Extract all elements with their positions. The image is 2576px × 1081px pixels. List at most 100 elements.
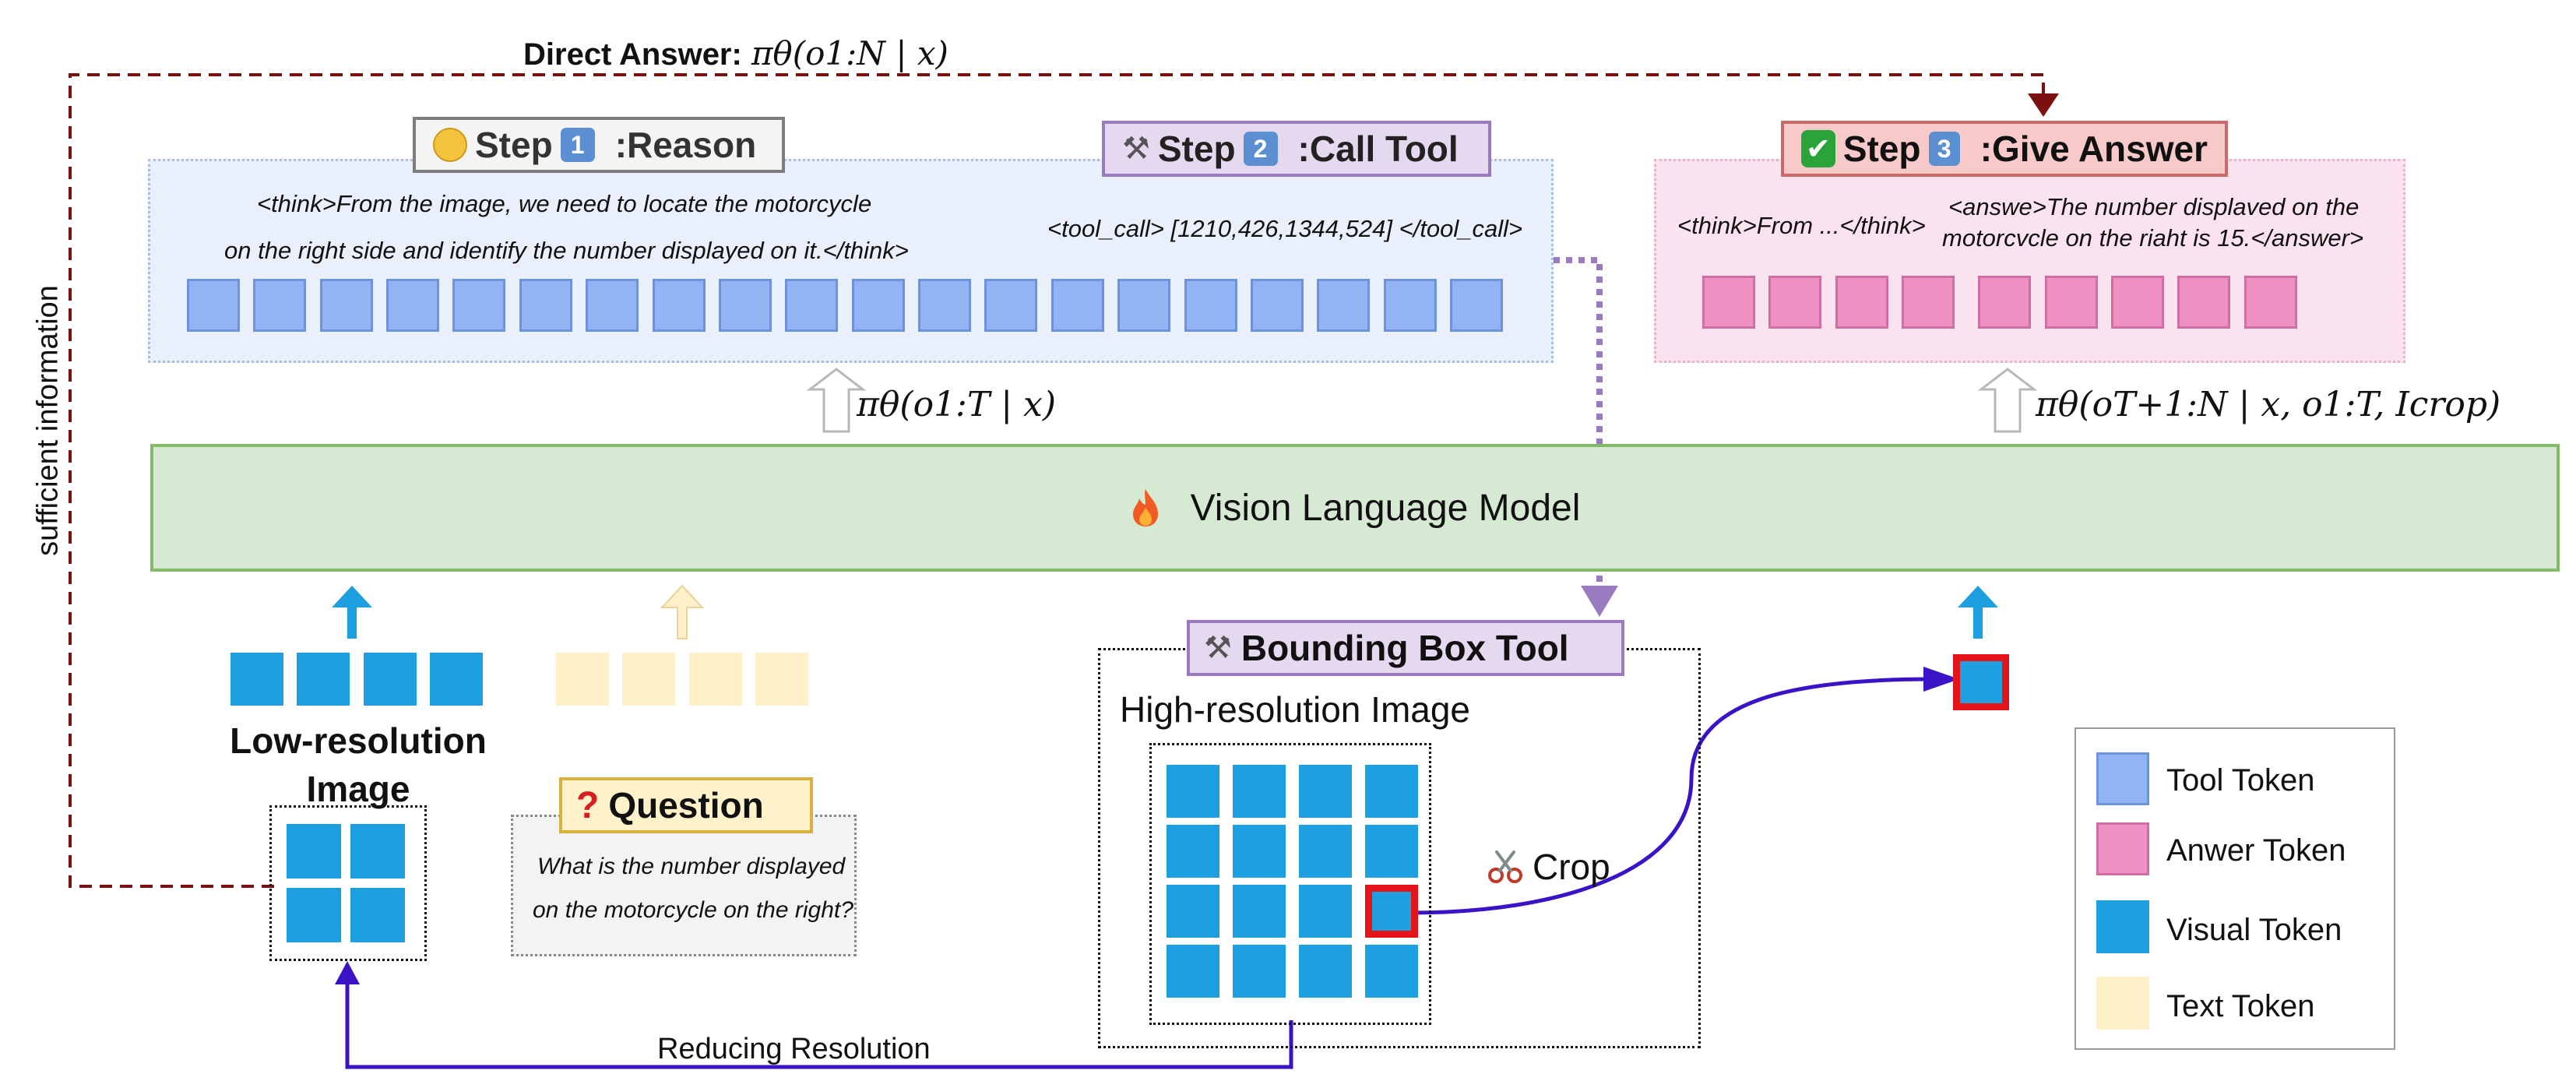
text-token <box>689 653 742 706</box>
reason-text-line1: <think>From the image, we need to locate… <box>257 190 872 217</box>
legend-label-visual: Visual Token <box>2166 913 2342 947</box>
high-res-visual-token <box>1167 825 1219 878</box>
cropped-region-token <box>1365 885 1418 938</box>
question-box <box>511 815 857 956</box>
reducing-resolution-label: Reducing Resolution <box>657 1033 931 1065</box>
tool-token <box>653 279 706 332</box>
low-res-label-line2: Image <box>306 769 410 809</box>
tool-token <box>719 279 772 332</box>
step2-word: Step <box>1157 129 1236 169</box>
question-header: ? Question <box>559 777 813 833</box>
tool-token <box>1251 279 1304 332</box>
tool-call-arrowhead <box>1581 586 1618 617</box>
tool-token <box>1117 279 1170 332</box>
legend-label-tool: Tool Token <box>2166 763 2315 798</box>
hammer-icon: ⚒ <box>1122 132 1150 166</box>
high-res-visual-token <box>1365 945 1418 998</box>
answer-token <box>1702 276 1755 329</box>
answer-token <box>2177 276 2230 329</box>
answer-token <box>2244 276 2297 329</box>
direct-answer-label: Direct Answer: πθ(o1:N | x) <box>523 34 948 72</box>
direct-answer-text: Direct Answer: <box>523 37 742 72</box>
step1-title: :Reason <box>614 125 757 165</box>
step3-word: Step <box>1842 129 1921 169</box>
check-icon: ✔ <box>1801 130 1835 167</box>
crop-arrowhead <box>1923 667 1959 692</box>
question-mark-icon: ? <box>576 784 600 826</box>
high-res-visual-token <box>1299 765 1352 818</box>
bounding-box-tool-header: ⚒ Bounding Box Tool <box>1187 620 1624 676</box>
crop-curve <box>1410 677 1934 915</box>
tool-token <box>187 279 240 332</box>
step2-number-badge: 2 <box>1243 132 1278 166</box>
tool-token <box>320 279 373 332</box>
fire-icon <box>1132 489 1158 526</box>
legend-swatch-visual <box>2096 900 2149 953</box>
visual-up-arrow-right <box>1958 586 1998 639</box>
tool-token <box>1184 279 1237 332</box>
vlm-label-row: Vision Language Model <box>150 444 2560 572</box>
answer-text-line2: motorcvcle on the riaht is 15.</answer> <box>1942 224 2364 252</box>
high-res-visual-token <box>1233 765 1286 818</box>
scissors-icon <box>1488 850 1522 883</box>
step1-number-badge: 1 <box>560 128 595 162</box>
high-res-visual-token <box>1233 825 1286 878</box>
step1-word: Step <box>475 125 553 165</box>
legend-swatch-tool <box>2096 752 2149 805</box>
step3-title: :Give Answer <box>1980 129 2208 169</box>
answer-token <box>1902 276 1955 329</box>
direct-answer-path <box>69 73 2045 888</box>
tool-token <box>984 279 1037 332</box>
tool-token <box>1384 279 1437 332</box>
answer-panel <box>1654 159 2405 363</box>
high-res-visual-token <box>1365 825 1418 878</box>
legend-swatch-answer <box>2096 822 2149 875</box>
high-res-visual-token <box>1299 945 1352 998</box>
high-res-visual-token <box>1233 945 1286 998</box>
vlm-label: Vision Language Model <box>1190 487 1581 529</box>
question-title: Question <box>608 785 764 826</box>
low-res-visual-token <box>350 888 405 942</box>
step1-header: Step 1 :Reason <box>413 117 785 173</box>
tool-token <box>386 279 439 332</box>
high-res-visual-token <box>1167 765 1219 818</box>
high-res-visual-token <box>1299 885 1352 938</box>
policy-up-arrow-left <box>806 368 867 433</box>
legend: Tool Token Anwer Token Visual Token Text… <box>2075 727 2395 1050</box>
low-res-visual-token <box>287 888 341 942</box>
low-res-image-box <box>269 805 427 961</box>
question-line1: What is the number displayed <box>537 854 846 879</box>
low-res-visual-token <box>350 824 405 879</box>
answer-token <box>2111 276 2164 329</box>
low-res-label-line1: Low-resolution <box>230 720 487 761</box>
tool-token <box>452 279 505 332</box>
vision-language-model-bar <box>150 444 2560 572</box>
answer-token <box>2045 276 2098 329</box>
text-up-arrow <box>660 584 705 639</box>
policy-formula-right: πθ(oT+1:N | x, o1:T, Icrop) <box>2036 385 2501 424</box>
cropped-visual-token <box>1953 654 2009 710</box>
tool-token <box>253 279 306 332</box>
tool-token <box>1051 279 1104 332</box>
low-res-label: Low-resolution Image <box>202 717 514 813</box>
bounding-box-tool-title: Bounding Box Tool <box>1240 628 1569 668</box>
low-res-visual-token <box>287 824 341 879</box>
legend-label-text: Text Token <box>2166 989 2315 1023</box>
answer-text-line1: <answe>The number displaved on the <box>1948 193 2360 220</box>
text-token <box>755 653 808 706</box>
visual-token <box>297 653 350 706</box>
reducing-resolution-path <box>345 981 1293 1069</box>
step2-title: :Call Tool <box>1297 129 1459 169</box>
tool-token <box>1450 279 1503 332</box>
high-res-visual-token <box>1365 765 1418 818</box>
tool-token <box>785 279 838 332</box>
tool-token <box>1317 279 1370 332</box>
direct-answer-formula: πθ(o1:N | x) <box>751 34 948 72</box>
legend-swatch-text <box>2096 977 2149 1030</box>
direct-answer-arrowhead <box>2028 93 2059 117</box>
crop-text: Crop <box>1533 847 1610 887</box>
hammer-icon: ⚒ <box>1204 631 1232 665</box>
answer-token <box>1978 276 2031 329</box>
tool-token <box>852 279 905 332</box>
tool-token <box>586 279 639 332</box>
